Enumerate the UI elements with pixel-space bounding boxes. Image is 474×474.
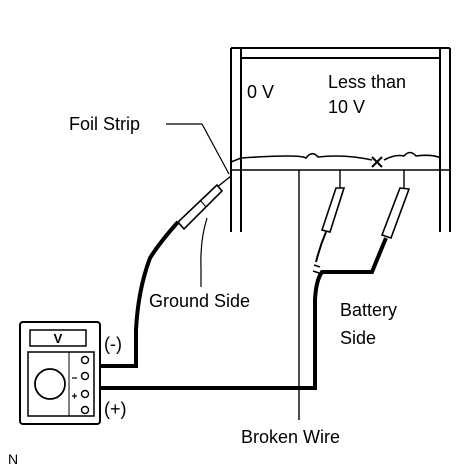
plus-terminal-label: (+) <box>104 399 127 419</box>
less-than-label-line1: Less than <box>328 72 406 92</box>
zero-volts-label: 0 V <box>247 82 274 102</box>
foil-strip-label: Foil Strip <box>69 114 140 134</box>
battery-side-probe <box>100 170 411 390</box>
middle-probe <box>312 170 346 274</box>
ground-side-label: Ground Side <box>149 291 250 311</box>
ground-side-probe <box>100 175 232 368</box>
minus-terminal-label: (-) <box>104 334 122 354</box>
corner-mark-label: N <box>8 451 18 467</box>
voltmeter-icon: V <box>19 321 101 425</box>
x-mark-icon <box>371 156 383 168</box>
connector-frame <box>230 47 451 232</box>
broken-wire-label: Broken Wire <box>241 427 340 447</box>
battery-side-label-line1: Battery <box>340 300 397 320</box>
leader-lines <box>166 123 230 287</box>
battery-side-label-line2: Side <box>340 328 376 348</box>
wire-harness <box>230 151 450 171</box>
meter-display-label: V <box>54 331 63 346</box>
less-than-label-line2: 10 V <box>328 97 365 117</box>
